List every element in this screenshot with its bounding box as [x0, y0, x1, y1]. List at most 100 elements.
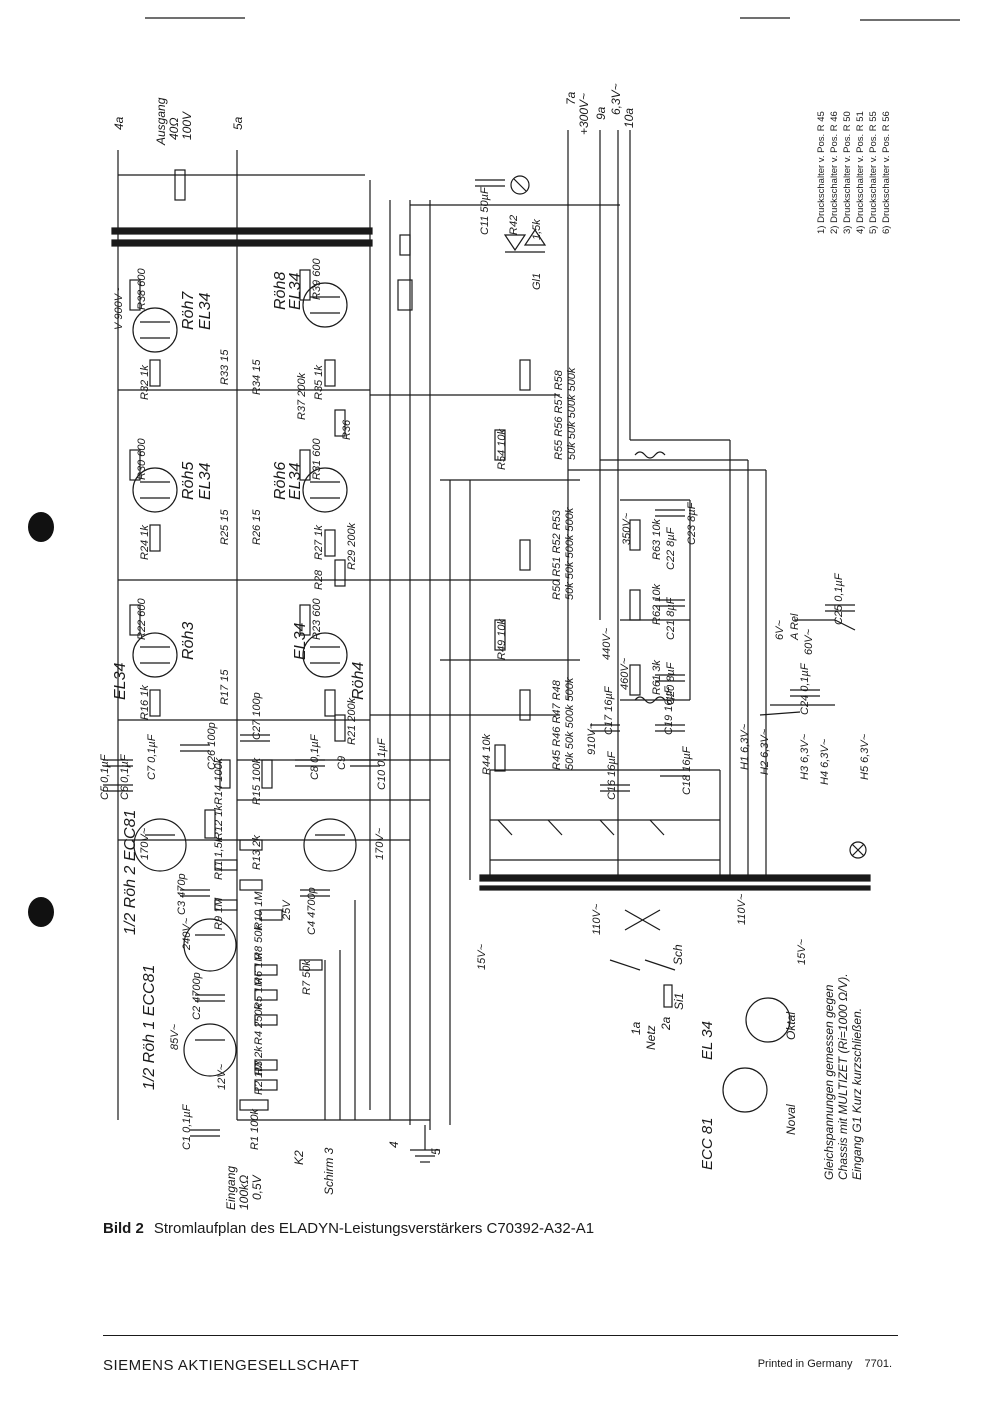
label-c4: C4 4700p: [306, 887, 318, 935]
terminal-1a: 1a: [629, 1021, 643, 1035]
label-r4: R4 250k: [253, 1004, 265, 1045]
label-r22: R22 600: [136, 598, 148, 640]
label-h3: H3 6,3V~: [799, 733, 811, 780]
label-v6: 6V~: [774, 620, 786, 640]
label-r30: R30 600: [136, 438, 148, 480]
measurement-note-1: Gleichspannungen gemessen gegen: [822, 984, 836, 1180]
footnote-5: 5) Druckschalter v. Pos. R 55: [868, 111, 879, 234]
tube-roh3-label: Röh3: [180, 622, 197, 660]
terminal-eingang-z: 100kΩ: [237, 1175, 251, 1210]
tube-el34-label-c: EL34: [197, 463, 214, 500]
terminal-ausgang-z: 40Ω: [167, 118, 181, 140]
label-r34: R34 15: [251, 359, 263, 395]
label-c24: C24 0,1µF: [799, 662, 811, 715]
label-v910: 910V~: [586, 722, 598, 755]
tube-el34-label-e: EL34: [112, 663, 129, 700]
figure-title: Stromlaufplan des ELADYN-Leistungsverstä…: [153, 1220, 595, 1237]
label-r14: R14 100k: [213, 757, 225, 805]
label-v170: 170V~: [139, 827, 151, 860]
terminal-9a: 9a: [594, 106, 608, 120]
label-c10: C10 0,1µF: [376, 737, 388, 790]
label-v350: 350V~: [621, 512, 633, 545]
terminal-eingang: Eingang: [224, 1166, 238, 1210]
measurement-note-2: Chassis mit MULTIZET (Ri=1000 Ω/V).: [836, 973, 850, 1180]
label-gl1: Gl1: [531, 273, 543, 290]
base-noval-label: Noval: [784, 1104, 798, 1135]
label-r26: R26 15: [251, 509, 263, 545]
label-c7: C7 0,1µF: [146, 733, 158, 780]
label-c6: C6 0,1µF: [119, 753, 131, 800]
label-v25: 25V: [281, 899, 293, 921]
label-c27: C27 100p: [251, 692, 263, 740]
label-r55v: 50k 50k 500k 500k: [566, 367, 578, 460]
label-r10: R10 1M: [253, 891, 265, 930]
terminal-4: 4: [387, 1141, 401, 1148]
label-c17: C17 16µF: [603, 685, 615, 735]
label-c18: C18 16µF: [681, 745, 693, 795]
tube-roh1-label: 1/2 Röh 1 ECC81: [141, 965, 158, 1090]
terminal-si1: Si1: [672, 993, 686, 1010]
terminal-ausgang-v: 100V: [180, 111, 194, 140]
company-name: SIEMENS AKTIENGESELLSCHAFT: [103, 1357, 360, 1374]
terminal-2a: 2a: [659, 1016, 673, 1031]
label-c2: C2 4700p: [191, 972, 203, 1020]
label-r15: R15 100k: [251, 757, 263, 805]
label-v900: V 900V~: [113, 287, 125, 330]
label-r61: R61 3k: [651, 660, 663, 695]
label-r45v: 50k 50k 500k 500k: [564, 677, 576, 770]
label-arel: A Rel: [789, 613, 801, 641]
label-c20: C20 8µF: [665, 661, 677, 705]
tube-el34-label-b: EL34: [287, 273, 304, 310]
label-c21: C21 8µF: [665, 596, 677, 640]
printed-in: Printed in Germany: [757, 1358, 853, 1370]
label-r29: R29 200k: [346, 522, 358, 570]
label-r35: R35 1k: [313, 365, 325, 400]
footnote-3: 3) Druckschalter v. Pos. R 50: [842, 111, 853, 234]
label-v85: 85V~: [169, 1023, 181, 1050]
label-h4: H4 6,3V~: [819, 738, 831, 785]
label-c22: C22 8µF: [665, 526, 677, 570]
label-r12: R12 1k: [213, 805, 225, 840]
label-r7: R7 50k: [301, 960, 313, 995]
label-r9: R9 1M: [213, 897, 225, 930]
terminal-10a: 10a: [622, 108, 636, 128]
label-h5: H5 6,3V~: [859, 733, 871, 780]
label-r38: R38 600: [136, 268, 148, 310]
label-r32: R32 1k: [139, 365, 151, 400]
label-c26: C26 100p: [206, 722, 218, 770]
tube-el34-label-a: EL34: [197, 293, 214, 330]
label-r11: R11 1,5k: [213, 836, 225, 880]
label-v15b: 15V~: [796, 938, 808, 965]
label-v460: 460V~: [619, 657, 631, 690]
punch-hole-top: [28, 512, 54, 542]
terminal-k2: K2: [292, 1150, 306, 1165]
label-v110: 110V~: [591, 903, 603, 935]
terminal-sch: Sch: [671, 944, 685, 965]
label-c1: C1 0,1µF: [181, 1103, 193, 1150]
label-r37: R37 200k: [296, 372, 308, 420]
label-c11: C11 50µF: [479, 186, 491, 235]
tube-el34-label-f: EL34: [292, 623, 309, 660]
terminal-300v: +300V~: [577, 93, 591, 135]
label-r49: R49 10k: [496, 619, 508, 660]
terminal-5a: 5a: [231, 116, 245, 130]
label-r6: R6 1M: [253, 952, 265, 985]
label-r25: R25 15: [219, 509, 231, 545]
footnote-1: 1) Druckschalter v. Pos. R 45: [816, 111, 827, 234]
terminal-7a: 7a: [564, 91, 578, 105]
terminal-schirm: Schirm 3: [322, 1147, 336, 1195]
label-r50: R50 R51 R52 R53: [551, 509, 563, 600]
label-r31: R31 600: [311, 438, 323, 480]
measurement-note-3: Eingang G1 Kurz kurzschließen.: [850, 1008, 864, 1180]
label-r24: R24 1k: [139, 525, 151, 560]
footnotes: 1) Druckschalter v. Pos. R 45 2) Drucksc…: [816, 84, 931, 234]
label-r39: R39 600: [311, 258, 323, 300]
label-r54: R54 10k: [496, 429, 508, 470]
label-r45: R45 R46 R47 R48: [551, 679, 563, 770]
label-v440: 440V~: [601, 627, 613, 660]
base-oktal-label: Oktal: [784, 1012, 798, 1040]
label-r21: R21 200k: [346, 697, 358, 745]
